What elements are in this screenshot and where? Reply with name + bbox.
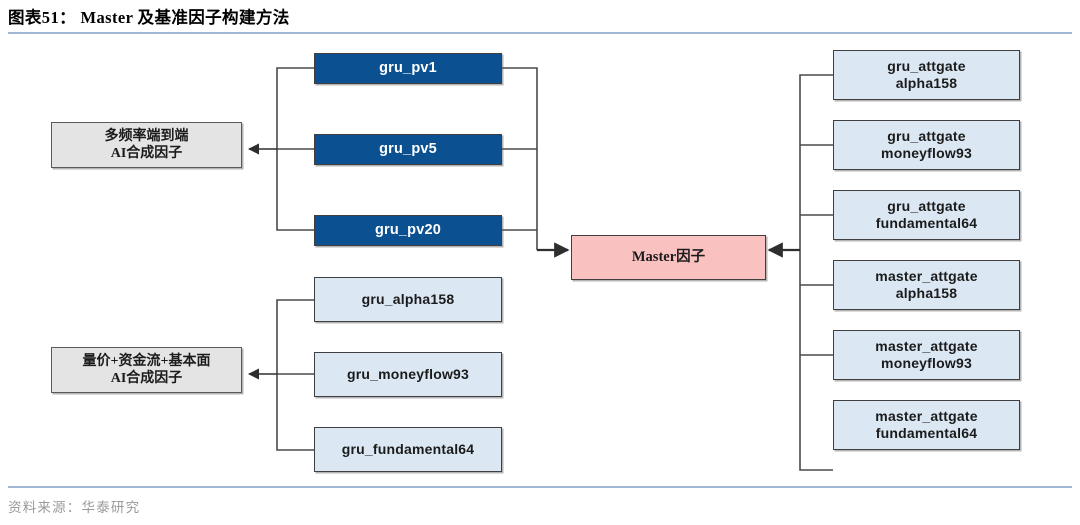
title-divider xyxy=(8,32,1072,34)
footer-divider xyxy=(8,486,1072,488)
node-label: gru_pv5 xyxy=(379,140,437,157)
node-gru-pv1[interactable]: gru_pv1 xyxy=(314,53,502,84)
node-label: gru_moneyflow93 xyxy=(346,365,470,382)
node-label-line2: moneyflow93 xyxy=(881,145,972,161)
figure-title: 图表51： Master 及基准因子构建方法 xyxy=(8,8,290,27)
node-gru-alpha158[interactable]: gru_alpha158 xyxy=(314,277,502,322)
node-label-line1: master_attgate xyxy=(875,337,978,354)
node-label-line1: gru_attgate xyxy=(887,197,966,214)
diagram-canvas: 多频率端到端 AI合成因子 gru_pv1 gru_pv5 gru_pv20 M… xyxy=(0,36,1080,484)
node-master-attgate-moneyflow93[interactable]: master_attgate moneyflow93 xyxy=(833,330,1020,380)
node-label-line2: alpha158 xyxy=(895,75,958,91)
node-label-line2: alpha158 xyxy=(895,285,958,301)
aggregate-label-line2: AI合成因子 xyxy=(110,146,183,161)
node-label-line1: master_attgate xyxy=(875,267,978,284)
node-master-attgate-fundamental64[interactable]: master_attgate fundamental64 xyxy=(833,400,1020,450)
source-note: 资料来源：华泰研究 xyxy=(8,500,141,515)
node-gru-moneyflow93[interactable]: gru_moneyflow93 xyxy=(314,352,502,397)
aggregate-label-line1: 多频率端到端 xyxy=(104,128,189,144)
node-label-line2: fundamental64 xyxy=(875,425,978,441)
node-label-line1: gru_attgate xyxy=(887,127,966,144)
aggregate-label-line2: AI合成因子 xyxy=(110,371,183,386)
node-label-line2: moneyflow93 xyxy=(881,355,972,371)
node-gru-attgate-fundamental64[interactable]: gru_attgate fundamental64 xyxy=(833,190,1020,240)
node-gru-attgate-alpha158[interactable]: gru_attgate alpha158 xyxy=(833,50,1020,100)
connector-lines xyxy=(247,67,833,471)
node-gru-pv20[interactable]: gru_pv20 xyxy=(314,215,502,246)
aggregate-box-multi-frequency: 多频率端到端 AI合成因子 xyxy=(51,122,242,168)
node-label-line2: fundamental64 xyxy=(875,215,978,231)
node-label-line1: master_attgate xyxy=(875,407,978,424)
node-label: Master因子 xyxy=(631,248,706,265)
aggregate-label-line1: 量价+资金流+基本面 xyxy=(82,353,211,369)
node-master-attgate-alpha158[interactable]: master_attgate alpha158 xyxy=(833,260,1020,310)
node-label: gru_alpha158 xyxy=(361,290,455,307)
node-label: gru_pv20 xyxy=(374,221,442,238)
node-gru-fundamental64[interactable]: gru_fundamental64 xyxy=(314,427,502,472)
node-gru-pv5[interactable]: gru_pv5 xyxy=(314,134,502,165)
aggregate-box-price-volume: 量价+资金流+基本面 AI合成因子 xyxy=(51,347,242,393)
node-gru-attgate-moneyflow93[interactable]: gru_attgate moneyflow93 xyxy=(833,120,1020,170)
node-label-line1: gru_attgate xyxy=(887,57,966,74)
node-label: gru_fundamental64 xyxy=(341,440,475,457)
node-master-factor[interactable]: Master因子 xyxy=(571,235,766,280)
node-label: gru_pv1 xyxy=(379,59,437,76)
